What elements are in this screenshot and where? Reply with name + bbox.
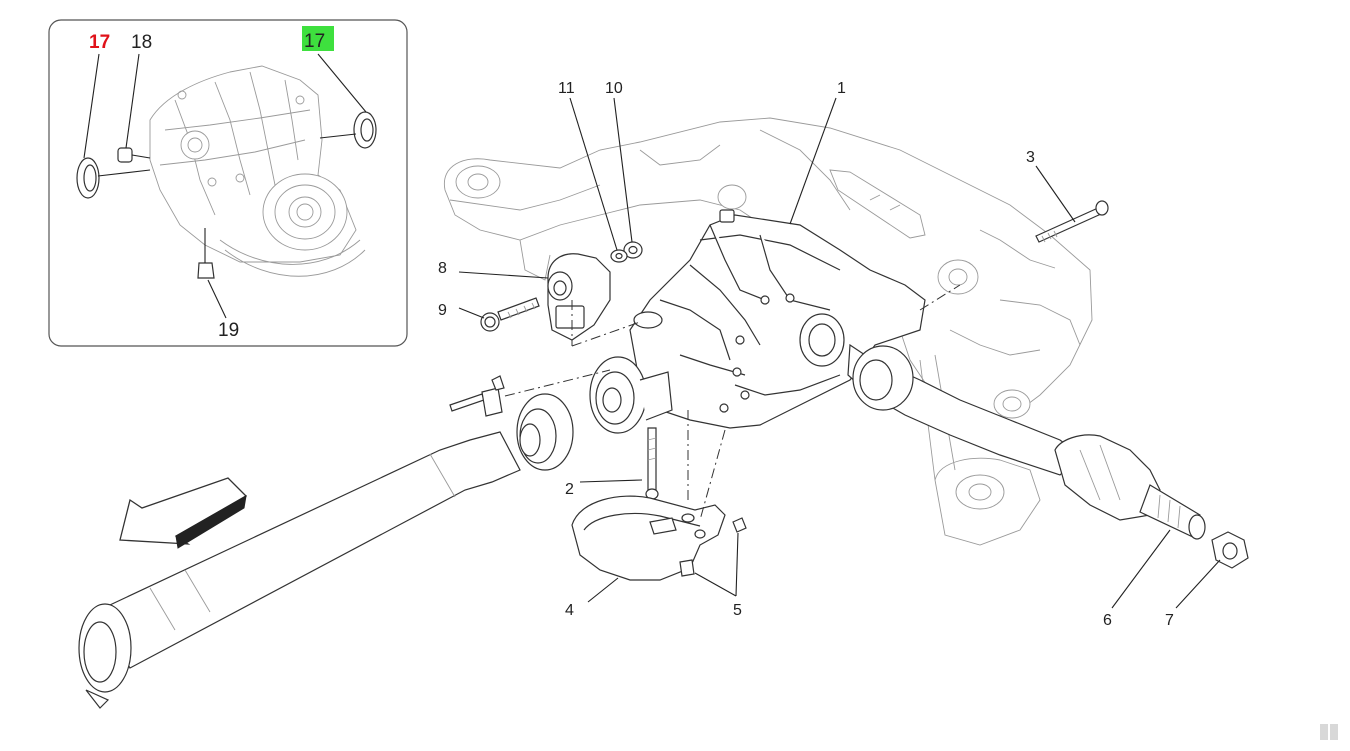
callout-1: 1	[837, 80, 846, 97]
callout-7: 7	[1165, 612, 1174, 629]
axle-nut	[1211, 531, 1249, 569]
stud-2	[645, 427, 659, 500]
inset-label-19: 19	[218, 320, 239, 341]
callout-5: 5	[733, 602, 742, 619]
bolt-5b	[679, 559, 695, 577]
callout-11: 11	[558, 80, 575, 97]
bolt-5a	[732, 517, 747, 533]
assembly-axes	[504, 284, 961, 521]
washer-11	[610, 249, 628, 263]
mount-bracket	[547, 253, 611, 341]
washer-10	[623, 241, 643, 259]
inset-plug-19	[197, 228, 215, 279]
callout-2: 2	[565, 481, 574, 498]
inset-seal-right-link	[319, 133, 357, 139]
inset-plug-18	[117, 147, 151, 163]
inset-label-17-highlight-bg	[302, 26, 334, 51]
propeller-shaft	[78, 393, 574, 709]
callout-10: 10	[605, 80, 623, 97]
inset-seal-left-link	[97, 169, 151, 177]
callout-4: 4	[565, 602, 574, 619]
leader-lines	[458, 97, 1221, 609]
bolt-3	[1035, 200, 1109, 243]
callout-6: 6	[1103, 612, 1112, 629]
direction-arrow-icon	[119, 477, 248, 549]
callout-labels: 1 2 3 4 5 6 7 8 9 10 11	[438, 80, 1174, 629]
drive-shaft	[847, 343, 1206, 540]
inset-seal-right	[353, 111, 377, 149]
subframe	[443, 117, 1093, 546]
inset-panel: 17 18 17 19	[48, 19, 408, 347]
inset-seal-left	[76, 157, 100, 199]
callout-9: 9	[438, 302, 447, 319]
corner-mark	[1318, 724, 1340, 740]
bolt-9	[480, 297, 540, 332]
inset-label-17-highlight: 17	[304, 31, 325, 52]
callout-8: 8	[438, 260, 447, 277]
inset-differential	[149, 65, 366, 277]
callout-3: 3	[1026, 149, 1035, 166]
inset-label-18: 18	[131, 32, 152, 53]
flange-bolt	[449, 375, 505, 417]
heat-shield	[571, 495, 726, 581]
inset-label-17-red: 17	[89, 32, 110, 53]
